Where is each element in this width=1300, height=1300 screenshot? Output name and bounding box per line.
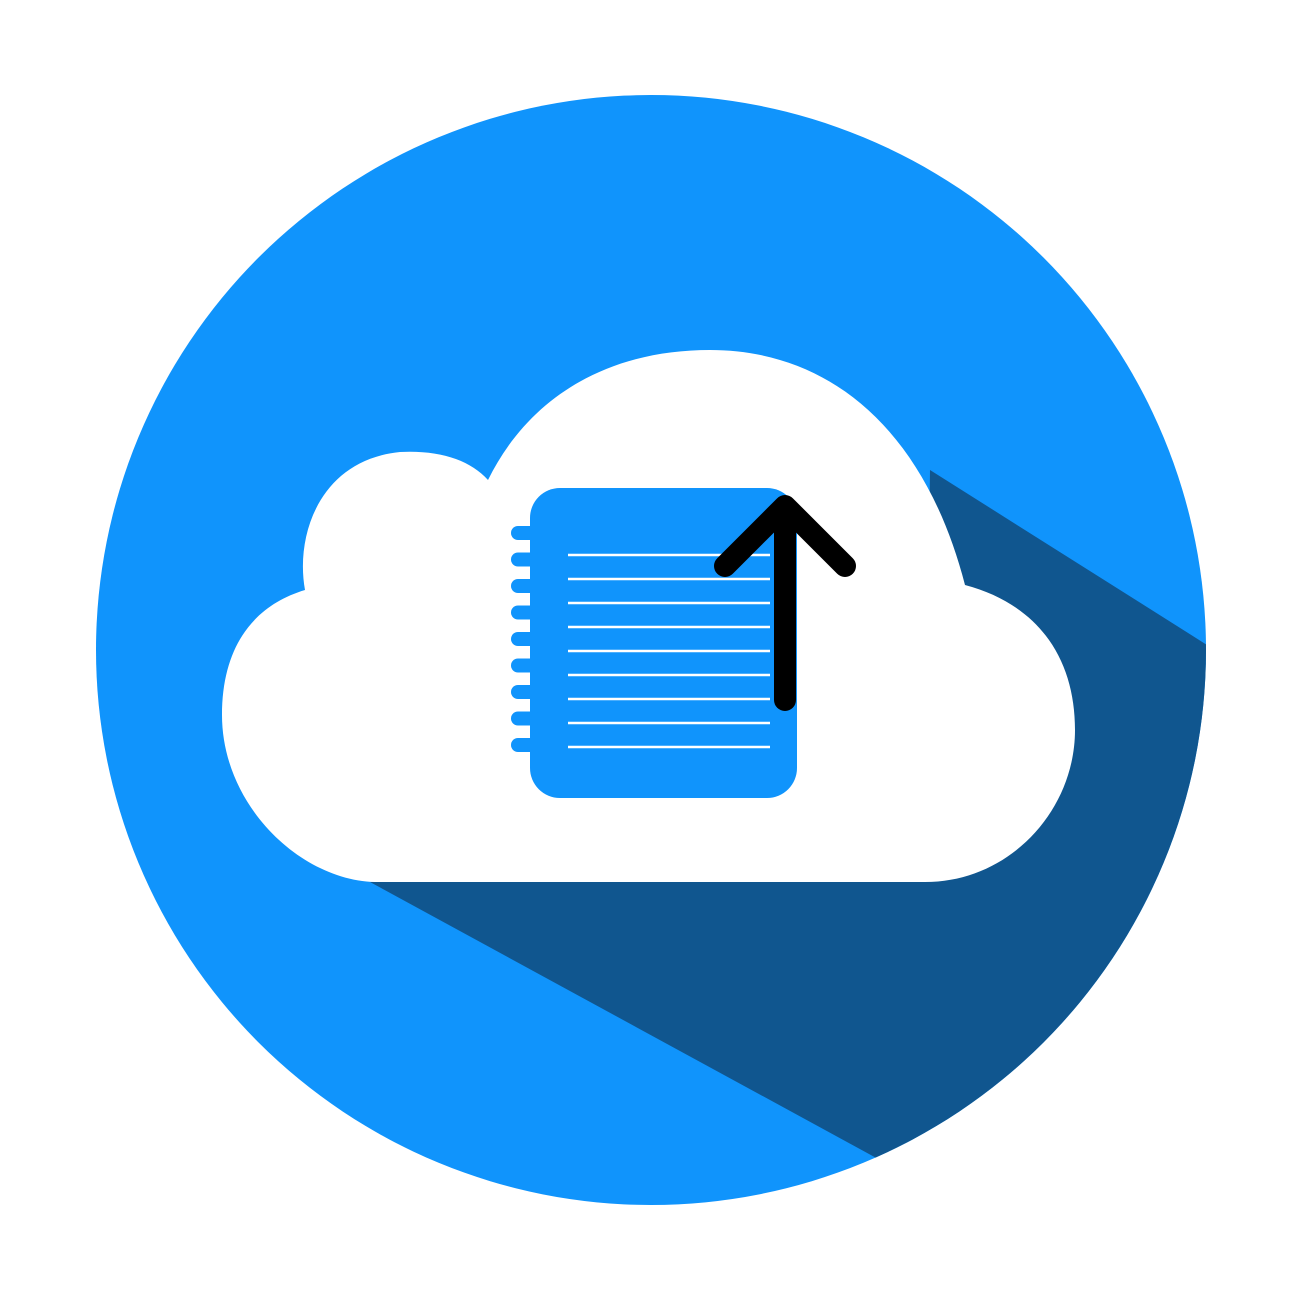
notebook-spiral-ring: [511, 738, 541, 752]
notebook-spiral-ring: [511, 605, 541, 620]
notebook-spiral-ring: [511, 552, 541, 567]
notebook-spiral-ring: [511, 632, 541, 646]
upload-arrow-head: [714, 495, 856, 577]
notebook-spiral-ring: [511, 579, 541, 593]
notebook-spiral-ring: [511, 711, 541, 726]
notebook-spiral-ring: [511, 685, 541, 699]
notebook-spiral-ring: [511, 658, 541, 673]
notebook-spiral-ring: [511, 526, 541, 540]
notebook-spiral: [511, 526, 541, 752]
upload-arrow-icon: [714, 495, 856, 711]
